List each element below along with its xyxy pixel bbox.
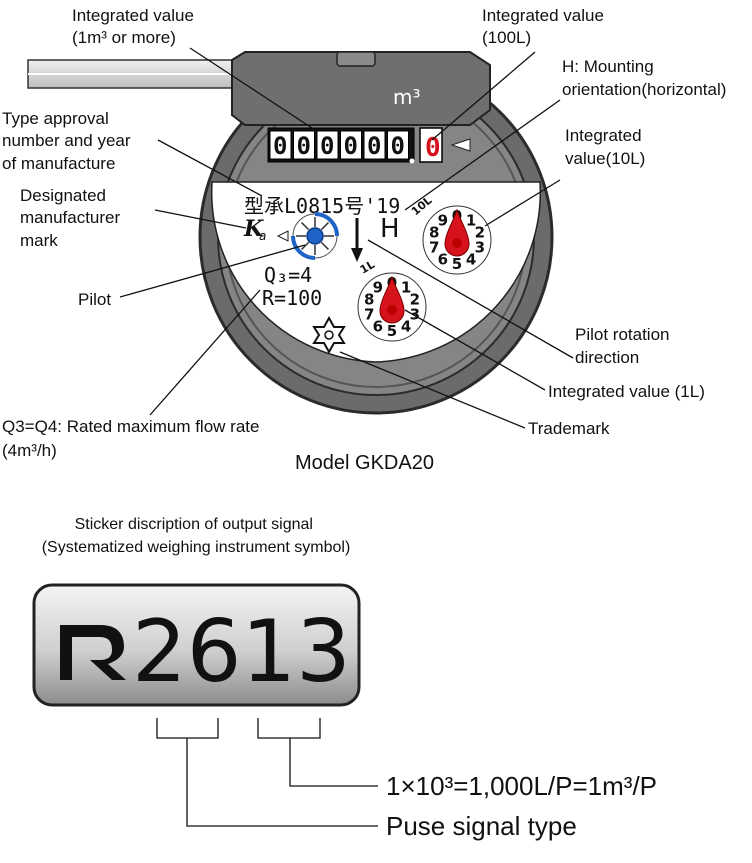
register-cover: m³	[231, 51, 491, 126]
dial-10l-number: 9	[438, 212, 448, 230]
dial-10l-pointer-icon	[444, 208, 470, 257]
dial-1l-tag: 1L	[358, 258, 377, 277]
dial-10l-number: 3	[475, 238, 485, 256]
counter-digit: 0	[367, 132, 381, 160]
dial-1l-number: 1	[401, 279, 411, 297]
pilot-spoke	[301, 222, 310, 231]
rotation-arrow	[351, 218, 363, 262]
pilot-spoke	[301, 241, 310, 250]
counter-cell	[293, 130, 315, 160]
counter-cell	[316, 130, 339, 160]
counter-cell	[340, 130, 362, 160]
dial-1l-number: 2	[410, 291, 420, 309]
dial-10l-number: 8	[429, 224, 439, 242]
dial-1l-pointer-icon	[379, 275, 405, 324]
counter-digit: 0	[297, 132, 311, 160]
label-mounting: H: Mounting orientation(horizontal)	[562, 57, 726, 99]
dial-1l-number: 5	[387, 322, 397, 340]
sticker-code: 2613	[132, 602, 351, 702]
dial-1l-number: 6	[373, 317, 383, 335]
callout-labels: Integrated value (1m³ or more) Integrate…	[2, 6, 726, 474]
dial-10l-number: 2	[475, 224, 485, 242]
counter-red-digit: 0	[425, 133, 441, 163]
dial-10l-hub	[452, 238, 462, 248]
label-integrated-1l: Integrated value (1L)	[548, 382, 705, 401]
label-type-approval: Type approval number and year of manufac…	[2, 109, 135, 173]
dial-1l-number: 3	[410, 305, 420, 323]
leader-lines	[119, 47, 574, 429]
label-integrated-10l: Integrated value(10L)	[565, 126, 646, 168]
manufacturer-mark: K a	[243, 216, 266, 243]
label-integrated-100l: Integrated value (100L)	[482, 6, 609, 47]
label-rated-flow: Q3=Q4: Rated maximum flow rate (4m³/h)	[2, 417, 264, 460]
signal-type-label: Puse signal type	[386, 811, 577, 841]
counter-digit: 0	[344, 132, 358, 160]
pilot-spoke	[320, 241, 329, 250]
r-ratio: R=100	[262, 286, 322, 310]
code-brackets	[156, 718, 378, 827]
model-caption: Model GKDA20	[295, 452, 434, 474]
orientation-mark: H	[380, 214, 400, 244]
counter-digit: 0	[320, 132, 334, 160]
label-integrated-1m3: Integrated value (1m³ or more)	[72, 6, 199, 47]
svg-text:a: a	[259, 229, 266, 243]
dial-1l-hub	[387, 305, 397, 315]
pipe-illustration	[27, 59, 259, 89]
q3-rating: Q₃=4	[264, 263, 312, 287]
dial-1l: 1L 0123456789	[357, 258, 427, 342]
label-pilot-rotation: Pilot rotation direction	[575, 325, 674, 367]
label-trademark: Trademark	[528, 419, 610, 438]
counter-cell	[269, 130, 292, 160]
pilot-indicator	[276, 212, 339, 260]
dial-1l-number: 9	[373, 279, 383, 297]
dial-1l-number: 4	[401, 317, 411, 335]
ratio-label: 1×10³=1,000L/P=1m³/P	[386, 771, 657, 801]
dial-10l-number: 6	[438, 250, 448, 268]
sticker-section: Sticker discription of output signal (Sy…	[32, 516, 361, 707]
counter-cell	[363, 130, 386, 160]
dial-10l-number: 7	[429, 238, 439, 256]
dial-10l-number: 5	[452, 255, 462, 273]
label-pilot: Pilot	[78, 290, 111, 309]
svg-text:K: K	[243, 216, 264, 242]
counter-digit: 0	[273, 132, 287, 160]
dial-1l-number: 7	[364, 305, 374, 323]
systematized-symbol-icon	[60, 625, 126, 680]
label-designated-mark: Designated manufacturer mark	[20, 186, 125, 250]
trademark-star-icon	[312, 315, 346, 355]
unit-label: m³	[393, 85, 421, 109]
dial-10l-number: 4	[466, 250, 476, 268]
dial-10l: 10L 0123456789	[409, 194, 492, 275]
sticker-title: Sticker discription of output signal (Sy…	[42, 516, 351, 556]
dial-1l-number: 8	[364, 291, 374, 309]
counter-cell	[387, 130, 409, 160]
dial-10l-number: 1	[466, 212, 476, 230]
pilot-spoke	[320, 222, 329, 231]
counter-digit: 0	[391, 132, 405, 160]
